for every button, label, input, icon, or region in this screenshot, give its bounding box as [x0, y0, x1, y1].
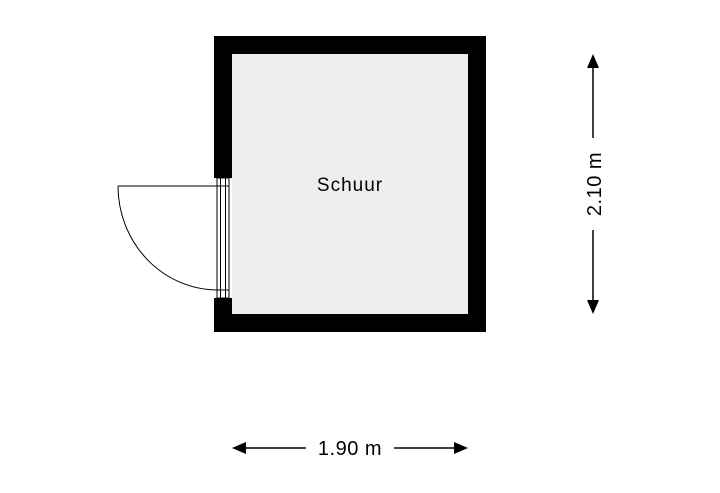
double-arrow-icon	[587, 300, 599, 314]
double-arrow-icon	[454, 442, 468, 454]
height-label: 2.10 m	[584, 152, 606, 216]
double-arrow-icon	[587, 54, 599, 68]
wall-right	[468, 36, 486, 332]
width-dimension: 1.90 m	[232, 438, 468, 460]
wall-top	[214, 36, 486, 54]
room-name: Schuur	[317, 175, 383, 196]
door-frame	[216, 177, 230, 299]
wall-bottom	[214, 314, 486, 332]
walls	[214, 36, 486, 332]
door-swing-icon	[117, 177, 230, 299]
double-arrow-icon	[232, 442, 246, 454]
wall-left-lower	[214, 298, 232, 332]
wall-left-upper	[214, 36, 232, 178]
room-floor	[232, 54, 468, 314]
height-dimension: 2.10 m	[584, 54, 606, 314]
door-swing-arc	[117, 185, 219, 291]
width-label: 1.90 m	[318, 438, 382, 460]
